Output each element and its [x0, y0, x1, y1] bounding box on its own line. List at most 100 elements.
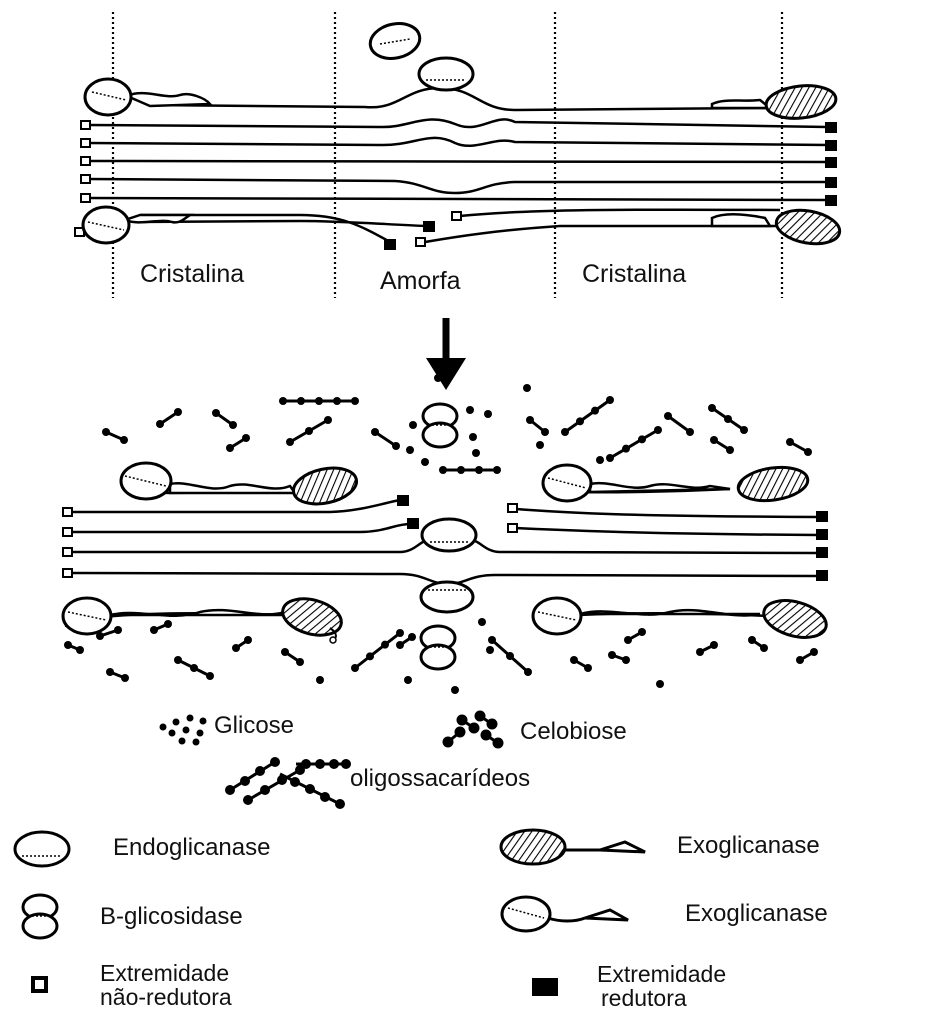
sugar-fragment-bond: [610, 430, 658, 458]
sugar-unit: [622, 656, 630, 664]
reducing-end: [398, 496, 408, 505]
exoglucanase-hatched: [736, 463, 810, 504]
reducing-end: [826, 123, 836, 132]
cellulose-chain: [87, 138, 828, 146]
sugar-fragment-bond: [355, 633, 400, 668]
sugar-fragment-bond: [565, 400, 610, 432]
sugar-unit: [506, 652, 514, 660]
reducing-end: [817, 530, 827, 539]
non-reducing-end: [81, 139, 90, 147]
sugar-unit: [740, 426, 748, 434]
glucose-unit: [406, 446, 414, 454]
sugar-unit: [710, 436, 718, 444]
legend-text-line: Extremidade: [100, 961, 232, 985]
legend-label-endoglucanase: Endoglicanase: [113, 834, 270, 862]
cellulose-chain: [87, 119, 828, 127]
exoglucanase-open: [63, 598, 111, 634]
sugar-unit: [524, 668, 532, 676]
sugar-unit: [366, 652, 374, 660]
cellulose-chain: [72, 500, 400, 512]
cellulose-chain: [87, 198, 828, 200]
exoglucanase-hatched: [765, 82, 838, 121]
non-reducing-end: [63, 508, 72, 516]
non-reducing-end: [81, 157, 90, 165]
non-reducing-end-legend-icon: [33, 978, 46, 991]
top-endoglucanases: [367, 19, 473, 90]
cellulose-chain: [425, 226, 780, 242]
legend-label-non-reducing-end: Extremidade não-redutora: [100, 961, 232, 1009]
glucose-legend-icon: [160, 715, 207, 746]
reducing-end: [817, 512, 827, 521]
sugar-unit: [696, 648, 704, 656]
sugar-unit: [226, 444, 234, 452]
top-chain-ends: [75, 121, 836, 249]
sugar-unit: [64, 641, 72, 649]
sugar-unit: [810, 648, 818, 656]
sugar-unit: [76, 646, 84, 654]
legend-label-glucose: Glicose: [214, 712, 294, 740]
glucose-unit: [484, 410, 492, 418]
endoglucanase-legend-icon: [15, 832, 69, 866]
reducing-end: [826, 196, 836, 205]
sugar-unit: [584, 664, 592, 672]
sugar-unit: [760, 644, 768, 652]
sugar-unit: [242, 434, 250, 442]
non-reducing-end: [508, 524, 517, 532]
cellulose-chain: [150, 88, 770, 110]
sugar-unit: [526, 416, 534, 424]
sugar-unit: [297, 397, 305, 405]
sugar-unit: [624, 636, 632, 644]
sugar-unit: [608, 651, 616, 659]
sugar-unit: [121, 674, 129, 682]
reducing-end: [385, 240, 395, 249]
sugar-unit: [796, 656, 804, 664]
sugar-unit: [638, 628, 646, 636]
beta-glucosidase-legend-icon: [23, 895, 57, 938]
sugar-unit: [351, 397, 359, 405]
sugar-unit: [281, 648, 289, 656]
sugar-unit: [724, 415, 732, 423]
glucose-unit: [478, 618, 486, 626]
sugar-unit: [279, 397, 287, 405]
sugar-unit: [296, 658, 304, 666]
region-label-crystalline-left: Cristalina: [140, 260, 244, 289]
sugar-unit: [381, 641, 389, 649]
sugar-unit: [114, 626, 122, 634]
cellulose-chain: [72, 524, 410, 532]
reducing-end: [826, 158, 836, 167]
sugar-unit: [606, 396, 614, 404]
sugar-unit: [232, 644, 240, 652]
exoglucanase-hatched: [774, 206, 843, 249]
legend-text-line: redutora: [597, 986, 726, 1010]
cellulose-chain: [515, 509, 818, 517]
sugar-unit: [324, 416, 332, 424]
sugar-unit: [466, 406, 474, 414]
transition-arrow-icon: [426, 318, 466, 390]
sugar-unit: [315, 397, 323, 405]
top-exoglucanases: [83, 79, 842, 248]
sugar-unit: [244, 636, 252, 644]
endoglucanase-bound: [422, 519, 476, 551]
glucose-unit: [596, 456, 604, 464]
sugar-unit: [206, 672, 214, 680]
reducing-end: [826, 141, 836, 150]
glucose-unit: [656, 680, 664, 688]
non-reducing-end: [81, 121, 90, 129]
legend-label-beta-glucosidase: B-glicosidase: [100, 903, 243, 931]
glucose-unit: [469, 433, 477, 441]
sugar-unit: [561, 428, 569, 436]
sugar-unit: [164, 620, 172, 628]
sugar-unit: [488, 636, 496, 644]
legend-text-line: não-redutora: [100, 985, 232, 1009]
sugar-unit: [493, 466, 501, 474]
sugar-unit: [708, 404, 716, 412]
cellulose-chain: [87, 161, 828, 162]
reducing-end-legend-icon: [532, 978, 558, 996]
sugar-unit: [475, 466, 483, 474]
legend-text-line: Extremidade: [597, 962, 726, 986]
endoglucanase-bound: [419, 58, 473, 90]
sugar-unit: [174, 656, 182, 664]
sugar-unit: [120, 436, 128, 444]
glucose-unit: [472, 449, 480, 457]
